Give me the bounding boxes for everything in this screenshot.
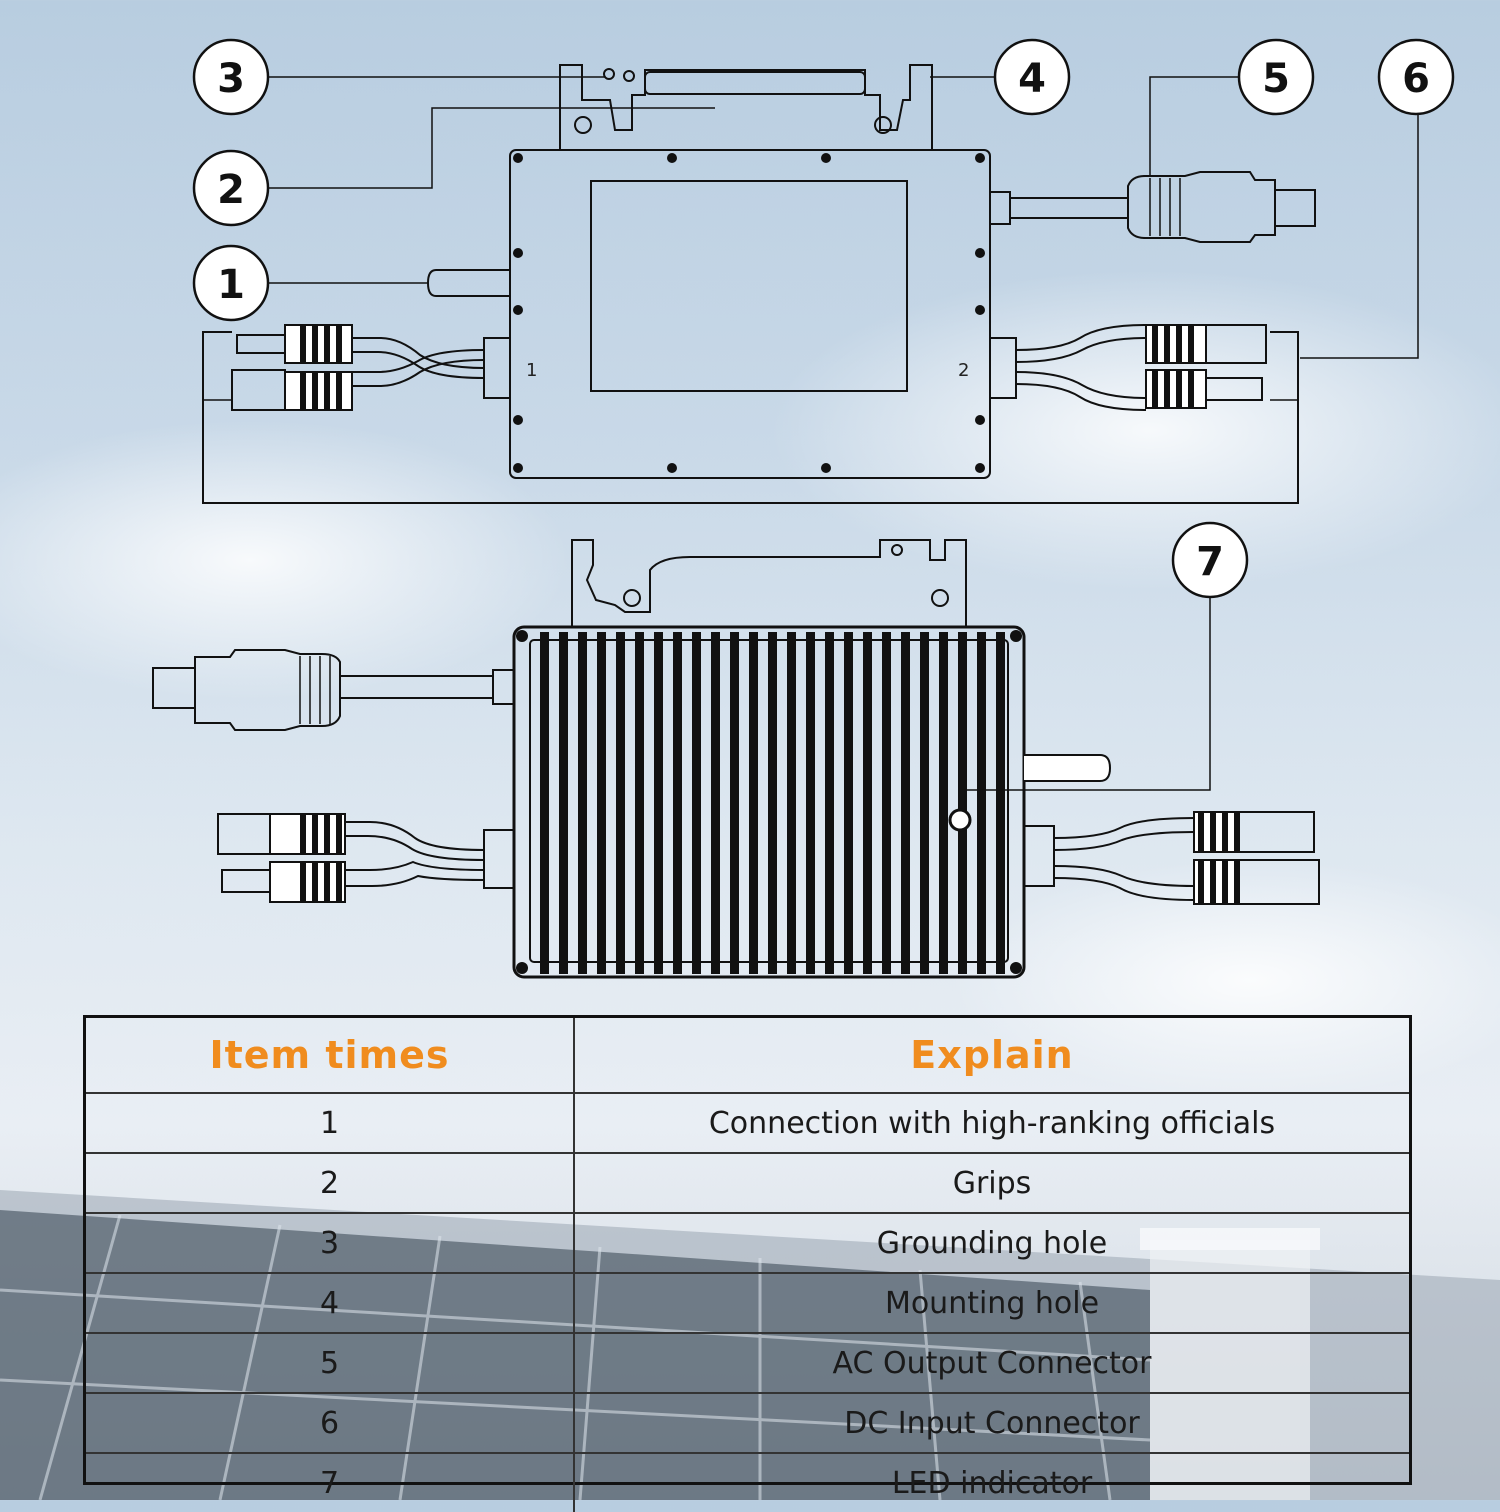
antenna-top bbox=[426, 269, 510, 297]
callout-3-label: 3 bbox=[217, 56, 245, 102]
heatsink-fins bbox=[540, 632, 1005, 974]
ac-connector-bottom bbox=[194, 649, 341, 731]
callout-2 bbox=[192, 149, 270, 227]
dc-input-2-label: 2 bbox=[958, 360, 969, 381]
row-explain: Grounding hole bbox=[574, 1213, 1409, 1274]
mounting-hole-right bbox=[874, 116, 892, 134]
row-explain: DC Input Connector bbox=[574, 1393, 1409, 1454]
spec-table: Item times Explain 1 Connection with hig… bbox=[83, 1015, 1412, 1512]
dc-connectors-right-top bbox=[1145, 324, 1267, 409]
callout-1-label: 1 bbox=[217, 262, 245, 308]
grounding-hole-top-2 bbox=[623, 70, 635, 82]
callout-1 bbox=[192, 244, 270, 322]
callout-6-label: 6 bbox=[1402, 56, 1430, 102]
callout-4 bbox=[993, 38, 1071, 116]
dc-bracket-line bbox=[202, 331, 1299, 504]
row-item: 7 bbox=[86, 1453, 575, 1512]
antenna-bottom bbox=[1024, 754, 1112, 782]
mounting-hole-left bbox=[574, 116, 592, 134]
top-mounting-bracket bbox=[559, 64, 933, 150]
callout-3 bbox=[192, 38, 270, 116]
top-inverter-label-area bbox=[590, 180, 908, 392]
callout-6 bbox=[1377, 38, 1455, 116]
dc-connectors-right-bottom bbox=[1193, 811, 1320, 905]
row-item: 1 bbox=[86, 1093, 575, 1154]
row-explain: Mounting hole bbox=[574, 1273, 1409, 1334]
row-item: 3 bbox=[86, 1213, 575, 1274]
callout-2-label: 2 bbox=[217, 167, 245, 213]
inverter-diagram: 3 2 1 4 5 6 7 1 2 bbox=[152, 38, 1455, 979]
table-row: 7 LED indicator bbox=[86, 1453, 1409, 1512]
bracket-slot bbox=[644, 71, 866, 95]
callout-7-label: 7 bbox=[1196, 539, 1224, 585]
row-explain: Grips bbox=[574, 1153, 1409, 1214]
row-item: 2 bbox=[86, 1153, 575, 1214]
row-explain: Connection with high-ranking officials bbox=[574, 1093, 1409, 1154]
table-row: 6 DC Input Connector bbox=[86, 1393, 1409, 1454]
table-row: 2 Grips bbox=[86, 1153, 1409, 1214]
dc-input-1-label: 1 bbox=[526, 360, 537, 381]
row-item: 6 bbox=[86, 1393, 575, 1454]
header-item-times: Item times bbox=[86, 1018, 575, 1094]
header-explain: Explain bbox=[574, 1018, 1409, 1094]
bottom-mounting-bracket bbox=[571, 539, 967, 628]
table-header-row: Item times Explain bbox=[86, 1018, 1409, 1094]
led-indicator bbox=[948, 808, 972, 832]
table-row: 3 Grounding hole bbox=[86, 1213, 1409, 1274]
table-row: 4 Mounting hole bbox=[86, 1273, 1409, 1334]
top-inverter-body bbox=[509, 149, 991, 479]
callout-4-label: 4 bbox=[1018, 56, 1046, 102]
callout-5-label: 5 bbox=[1262, 56, 1290, 102]
row-item: 5 bbox=[86, 1333, 575, 1394]
table-row: 1 Connection with high-ranking officials bbox=[86, 1093, 1409, 1154]
table-row: 5 AC Output Connector bbox=[86, 1333, 1409, 1394]
grounding-hole-top bbox=[603, 68, 615, 80]
ac-connector-top bbox=[1127, 171, 1276, 243]
callout-7 bbox=[1171, 521, 1249, 599]
callout-5 bbox=[1237, 38, 1315, 116]
row-item: 4 bbox=[86, 1273, 575, 1334]
row-explain: AC Output Connector bbox=[574, 1333, 1409, 1394]
bottom-inverter-body bbox=[512, 625, 1026, 979]
dc-connectors-left-top bbox=[231, 324, 353, 411]
dc-connectors-left-bottom bbox=[217, 813, 346, 903]
row-explain: LED indicator bbox=[891, 1465, 1093, 1501]
